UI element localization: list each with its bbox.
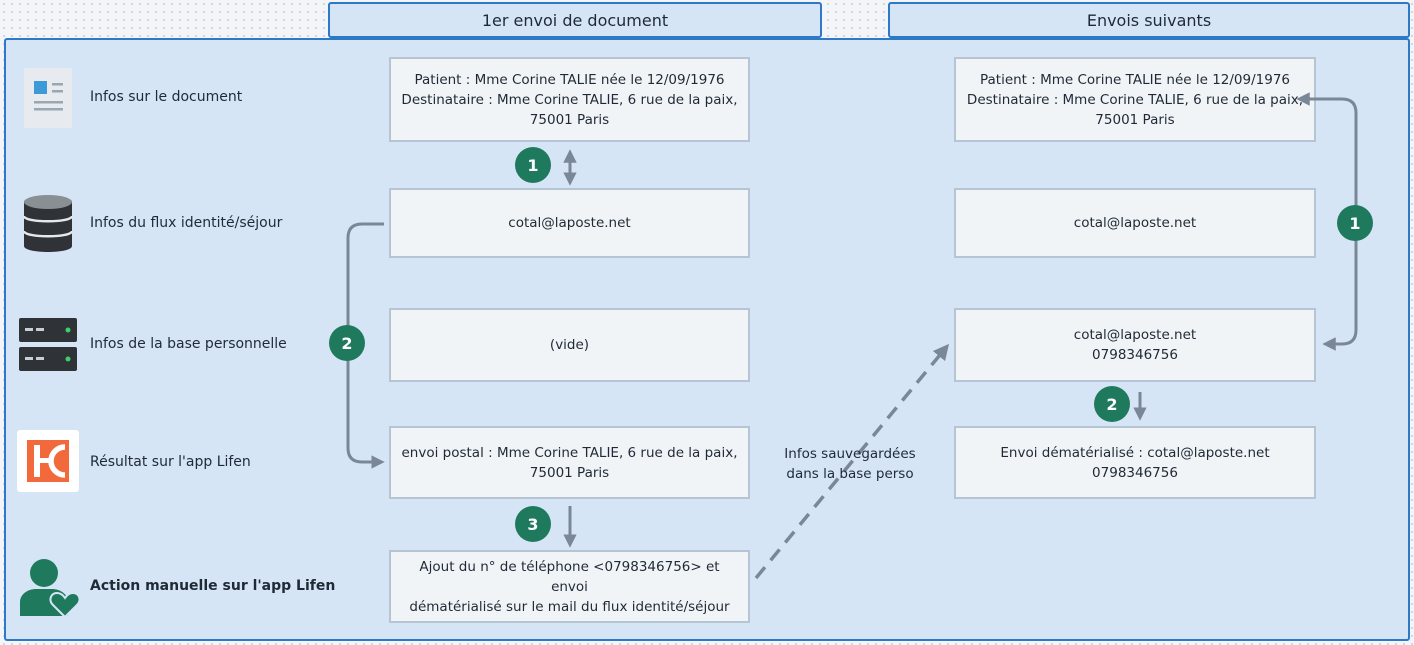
step-badge-2: 2	[329, 325, 365, 361]
first-document-box: Patient : Mme Corine TALIE née le 12/09/…	[389, 57, 750, 142]
dashed-arrow-save-to-base	[754, 343, 950, 580]
text-line: Patient : Mme Corine TALIE née le 12/09/…	[414, 71, 725, 88]
row-label-document: Infos sur le document	[90, 89, 243, 105]
text-line: 75001 Paris	[529, 464, 610, 481]
row-label-result: Résultat sur l'app Lifen	[90, 454, 251, 470]
text-line: (vide)	[549, 337, 590, 353]
step-badge-next-2: 2	[1094, 386, 1130, 422]
document-icon	[24, 68, 72, 128]
text-line: 0798346756	[1092, 464, 1178, 481]
text-line: Envoi dématérialisé : cotal@laposte.net	[1000, 444, 1270, 461]
next-document-box: Patient : Mme Corine TALIE née le 12/09/…	[954, 57, 1316, 142]
text-line: dématérialisé sur le mail du flux identi…	[409, 598, 730, 615]
next-base-box: cotal@laposte.net 0798346756	[954, 308, 1316, 382]
text-line: 75001 Paris	[1095, 111, 1175, 128]
text-line: cotal@laposte.net	[1073, 215, 1197, 231]
text-line: Ajout du n° de téléphone <0798346756> et…	[419, 558, 720, 595]
user-heart-icon	[20, 559, 80, 618]
database-icon	[22, 195, 74, 252]
text-line: 75001 Paris	[529, 111, 610, 128]
note-line: dans la base perso	[786, 466, 914, 482]
step-badge-next-1: 1	[1337, 205, 1373, 241]
header-next-sends: Envois suivants	[888, 2, 1410, 38]
row-label-flux: Infos du flux identité/séjour	[90, 215, 283, 231]
row-label-base: Infos de la base personnelle	[90, 336, 287, 352]
first-action-box: Ajout du n° de téléphone <0798346756> et…	[389, 550, 750, 623]
text-line: cotal@laposte.net	[508, 215, 631, 231]
step-badge-3: 3	[515, 506, 551, 542]
next-flux-box: cotal@laposte.net	[954, 188, 1316, 258]
text-line: Destinataire : Mme Corine TALIE, 6 rue d…	[401, 91, 738, 108]
lifen-logo-icon	[17, 430, 79, 492]
text-line: Destinataire : Mme Corine TALIE, 6 rue d…	[966, 91, 1304, 108]
step-badge-1: 1	[515, 147, 551, 183]
header-first-send: 1er envoi de document	[328, 2, 822, 38]
saved-info-note: Infos sauvegardées dans la base perso	[770, 444, 930, 484]
first-base-box: (vide)	[389, 308, 750, 382]
text-line: Patient : Mme Corine TALIE née le 12/09/…	[979, 71, 1291, 88]
note-line: Infos sauvegardées	[784, 446, 916, 462]
server-icon	[19, 318, 77, 371]
first-flux-box: cotal@laposte.net	[389, 188, 750, 258]
text-line: 0798346756	[1092, 347, 1178, 363]
text-line: cotal@laposte.net	[1073, 327, 1197, 343]
text-line: envoi postal : Mme Corine TALIE, 6 rue d…	[401, 444, 738, 461]
next-result-box: Envoi dématérialisé : cotal@laposte.net …	[954, 426, 1316, 499]
first-result-box: envoi postal : Mme Corine TALIE, 6 rue d…	[389, 426, 750, 499]
row-label-action: Action manuelle sur l'app Lifen	[90, 578, 336, 594]
